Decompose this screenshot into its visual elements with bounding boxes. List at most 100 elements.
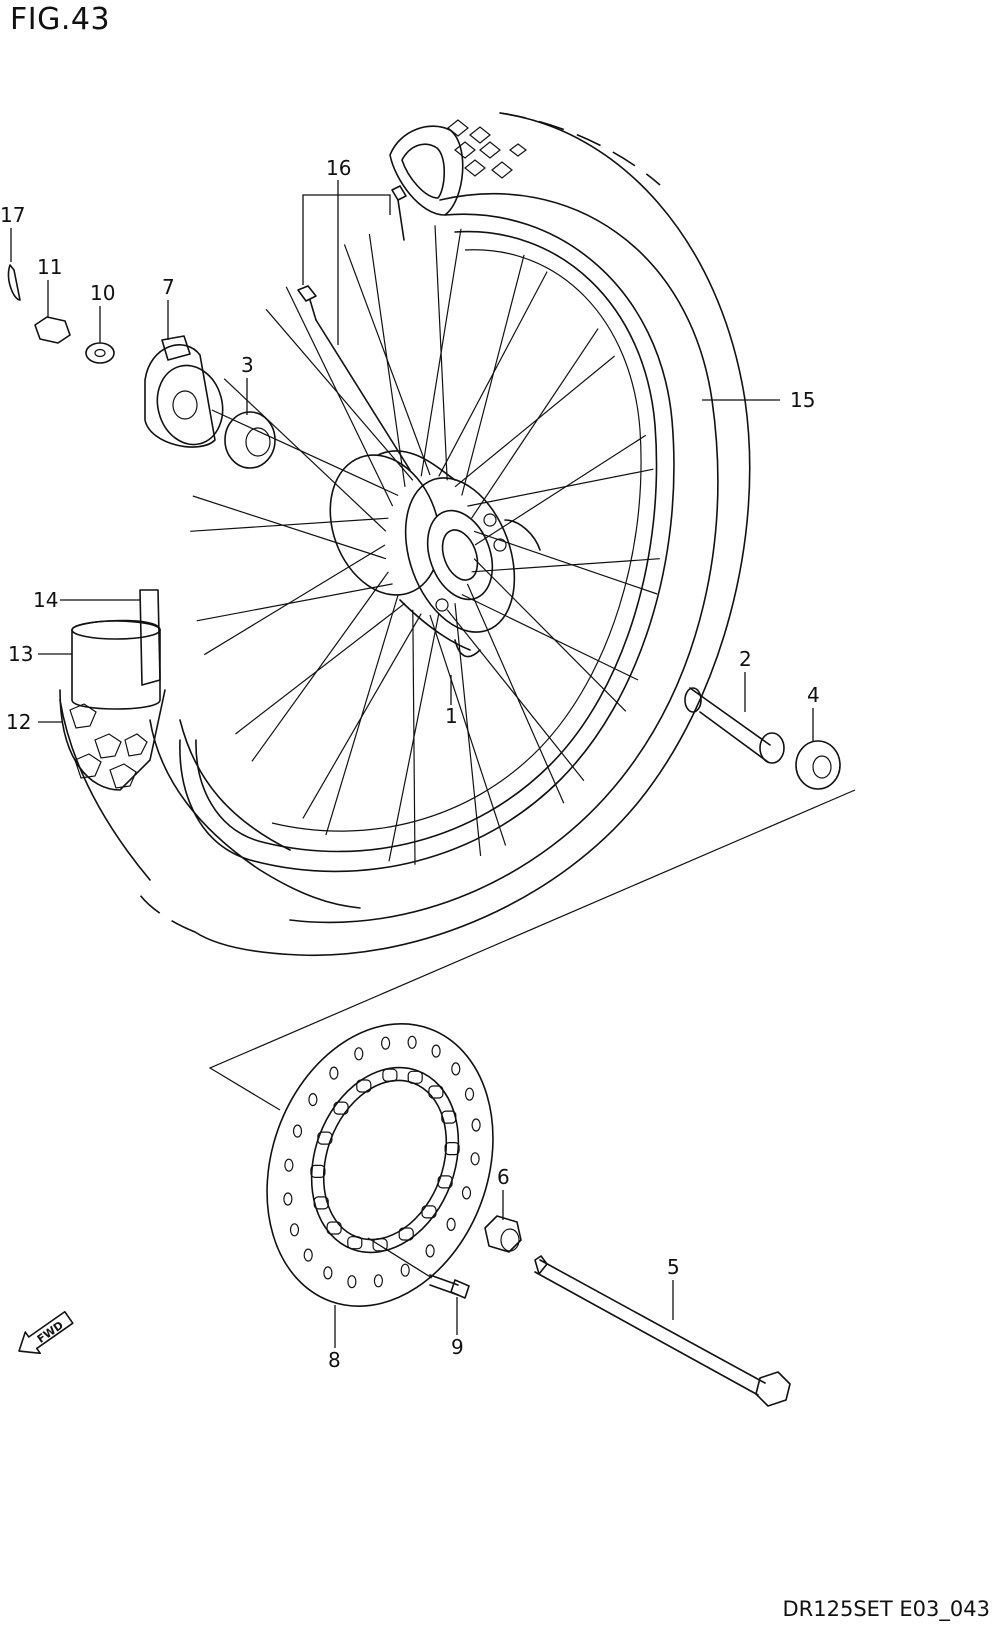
spoke (471, 328, 599, 519)
disc-hole (323, 1266, 333, 1280)
disc-hole (354, 1047, 364, 1061)
callout-9: 9 (451, 1335, 464, 1359)
disc-hole (373, 1274, 383, 1288)
callout-5: 5 (667, 1255, 680, 1279)
callout-12: 12 (6, 710, 31, 734)
disc-hole (470, 1152, 480, 1166)
axle-nut (484, 1215, 522, 1253)
callout-6: 6 (497, 1165, 510, 1189)
spoke (473, 558, 627, 712)
callout-16: 16 (326, 156, 351, 180)
spoke (471, 558, 660, 573)
front-axle (534, 1255, 791, 1407)
disc-hole (289, 1223, 300, 1237)
spoke (192, 495, 387, 560)
brake-disc (266, 1023, 494, 1307)
spoke (434, 225, 448, 481)
disc-hole (451, 1062, 461, 1076)
disc-hole (329, 1066, 339, 1080)
disc-hole (381, 1036, 391, 1050)
cotter-pin (7, 264, 21, 301)
callout-13: 13 (8, 642, 33, 666)
spokes (190, 225, 660, 865)
disc-hole (446, 1217, 456, 1232)
disc-hole (461, 1186, 472, 1200)
rim (179, 213, 675, 873)
disc-holes (283, 1035, 481, 1289)
spoke (446, 609, 585, 782)
wheel-bearing-left (224, 411, 276, 469)
assembly-axis (208, 789, 856, 1111)
spoke (461, 593, 639, 681)
spacer (684, 687, 785, 764)
spoke (454, 355, 615, 488)
spoke (466, 583, 565, 804)
callout-1: 1 (445, 704, 458, 728)
disc-hole (400, 1263, 410, 1277)
disc-carrier-slot (372, 1238, 388, 1252)
speedometer-gearbox (144, 335, 224, 448)
callouts: 17 11 10 7 3 16 15 14 13 12 1 2 4 6 5 8 … (0, 156, 820, 1372)
spoke (190, 517, 389, 532)
disc-carrier-slot (428, 1085, 444, 1099)
spoke (285, 286, 394, 507)
disc-carrier-slot (441, 1110, 457, 1124)
spoke (467, 468, 654, 507)
figure-title: FIG.43 (10, 2, 111, 37)
disc-hole (425, 1244, 435, 1258)
callout-4: 4 (807, 683, 820, 707)
spoke (412, 609, 416, 865)
spoke (473, 530, 658, 595)
disc-carrier-slot (313, 1196, 329, 1210)
disc-hole (308, 1092, 318, 1107)
spoke (223, 378, 387, 532)
callout-10: 10 (90, 281, 115, 305)
fwd-arrow-icon: FWD (18, 1310, 74, 1355)
callout-11: 11 (37, 255, 62, 279)
spoke (474, 434, 647, 546)
callout-3: 3 (241, 353, 254, 377)
spoke (196, 583, 393, 622)
disc-carrier-slot (382, 1068, 398, 1082)
spoke (251, 571, 389, 762)
spoke (235, 602, 406, 735)
disc-carrier-slot (398, 1227, 414, 1241)
disc-hole (464, 1087, 475, 1101)
disc-carrier-slot (444, 1141, 460, 1156)
disc-carrier-slot (333, 1101, 349, 1115)
callout-15: 15 (790, 388, 815, 412)
disc-hole (471, 1118, 481, 1132)
disc-hole (284, 1158, 294, 1172)
callout-2: 2 (739, 647, 752, 671)
tire-section-left (59, 589, 166, 791)
castle-nut (34, 316, 71, 344)
spoke (203, 544, 386, 656)
disc-carrier-slot (347, 1236, 363, 1250)
spoke (343, 244, 431, 476)
spoke (461, 254, 525, 496)
disc-hole (292, 1124, 303, 1138)
disc-carrier-slot (317, 1131, 333, 1145)
spoke (429, 614, 507, 846)
callout-14: 14 (33, 588, 58, 612)
spoke (265, 308, 414, 481)
disc-bolt (429, 1274, 470, 1299)
spoke-nipple-part (297, 185, 411, 471)
washer (85, 342, 115, 364)
spoke (211, 409, 399, 497)
callout-7: 7 (162, 275, 175, 299)
wheel-bearing-right (795, 740, 841, 790)
disc-carrier-slot (407, 1070, 423, 1084)
diagram-code: DR125SET E03_043 (782, 1597, 990, 1621)
disc-carrier-slot (356, 1079, 372, 1093)
leader-lines (10, 180, 814, 1348)
disc-carrier-slot (310, 1164, 326, 1179)
tire (59, 112, 751, 957)
disc-carrier-slot (326, 1221, 342, 1235)
disc-carrier-slot (421, 1205, 437, 1219)
callout-8: 8 (328, 1348, 341, 1372)
disc-hole (347, 1275, 357, 1289)
callout-17: 17 (0, 203, 25, 227)
spoke (325, 594, 399, 836)
